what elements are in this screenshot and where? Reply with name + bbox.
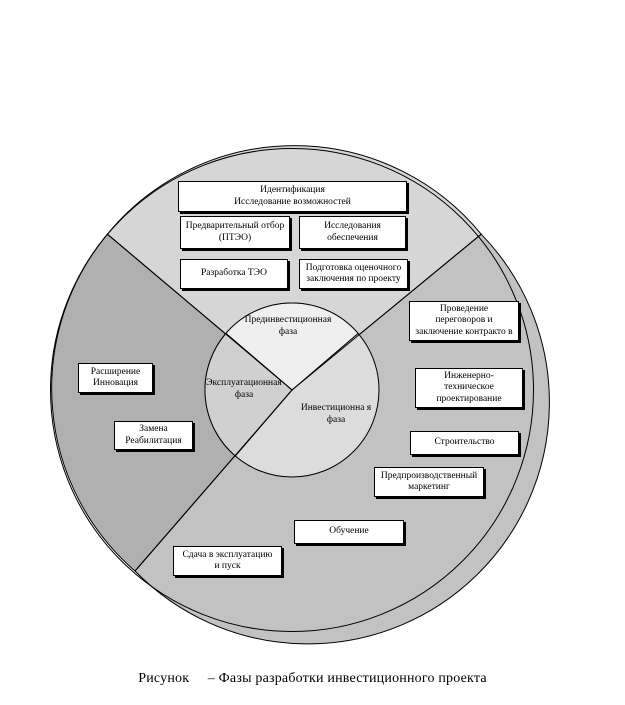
box-evaluation-report: Подготовка оценочного заключения по прое… [299,259,408,289]
caption-prefix: Рисунок [138,671,190,686]
box-pre-production-marketing: Предпроизводственный маркетинг [374,467,484,497]
box-replacement: Замена Реабилитация [114,421,193,450]
box-engineering-design: Инженерно- техническое проектирование [415,368,523,408]
box-construction: Строительство [410,431,519,455]
phase-label-operation: Эксплуатационная фаза [206,378,282,400]
inner-pre-investment-segment [225,302,359,391]
box-feasibility-study: Разработка ТЭО [180,259,288,289]
box-negotiations: Проведение переговоров и заключение конт… [409,301,519,341]
outer-circle [50,148,534,632]
box-expansion: Расширение Инновация [78,363,153,393]
divider-line-bottom [134,389,293,572]
inner-operation-segment [204,332,293,457]
caption-text: – Фазы разработки инвестиционного проект… [207,671,487,686]
phase-label-pre-investment: Прединвестиционная фаза [244,315,332,337]
figure-caption: Рисунок – Фазы разработки инвестиционног… [0,671,625,687]
box-identification: Идентификация Исследование возможностей [178,181,407,212]
box-support-research: Исследования обеспечения [299,216,406,249]
divider-line-right [291,233,482,391]
divider-line-left [107,233,293,391]
box-training: Обучение [294,520,404,544]
phase-label-investment: Инвестиционна я фаза [300,403,372,425]
box-preliminary-selection: Предварительный отбор (ПТЭО) [180,216,290,249]
box-commissioning: Сдача в эксплуатацию и пуск [173,546,282,576]
